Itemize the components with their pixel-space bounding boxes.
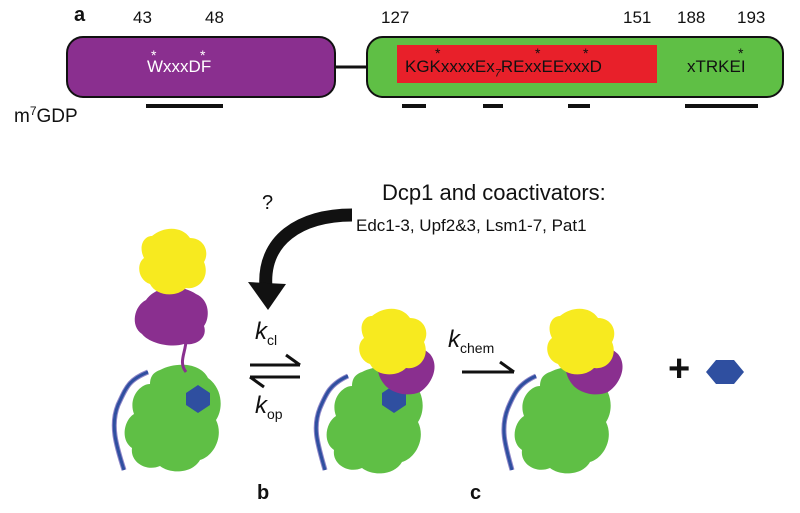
nudix-motif: KGKxxxxEx7RExxEExxxD (405, 57, 602, 79)
rate-op-sub: op (267, 406, 283, 422)
position-127: 127 (381, 8, 410, 27)
cap-hexagon (186, 385, 210, 413)
rate-k-open: kop (255, 392, 283, 422)
nudix-motif-sub: 7 (494, 67, 501, 80)
rate-k-symbol: k (255, 392, 267, 419)
n-terminal-tail-core (314, 374, 349, 471)
m7gdp-rest: GDP (36, 106, 78, 127)
panel-a-label: a (74, 4, 86, 26)
reverse-arrow-head (249, 375, 265, 389)
asterisk: * (151, 47, 157, 63)
m7gdp-sup: 7 (29, 104, 37, 118)
position-151: 151 (623, 8, 652, 27)
asterisk: * (738, 45, 744, 61)
motif-wxxxdf: WxxxDF (147, 57, 212, 76)
n-terminal-tail-core (112, 370, 149, 471)
binding-region-bar (685, 104, 758, 108)
rate-chem-sub: chem (460, 340, 495, 356)
nudix-motif-box (397, 45, 657, 83)
open-state-complex (111, 228, 221, 472)
rate-k-symbol: k (448, 326, 460, 353)
position-193: 193 (737, 8, 766, 27)
motif-xtrkei: xTRKEI (687, 57, 746, 76)
closed-state-complex (313, 308, 435, 474)
coactivator-blob (359, 308, 427, 375)
asterisk: * (535, 45, 541, 61)
rate-k-chem: kchem (448, 326, 494, 356)
panel-b-label: b (257, 482, 270, 504)
binding-region-bar (146, 104, 223, 108)
curved-arrow-shaft (259, 208, 353, 289)
nudix-motif-part2: RExxEExxxD (500, 57, 602, 76)
m7gdp-m: m (14, 106, 30, 127)
binding-region-bar (402, 104, 426, 108)
binding-region-bar (568, 104, 590, 108)
asterisk: * (583, 45, 589, 61)
curved-arrow-head (248, 282, 286, 310)
released-cap-hexagon (706, 360, 744, 384)
nudix-motif-part1: KGKxxxxEx (405, 57, 495, 76)
plus-sign: + (668, 348, 691, 390)
position-188: 188 (677, 8, 706, 27)
panel-c-label: c (470, 482, 482, 504)
catalytic-domain-blob (124, 364, 221, 472)
coactivators-title: Dcp1 and coactivators: (382, 180, 606, 205)
domain-architecture: * * * * * * (66, 36, 784, 98)
position-48: 48 (205, 8, 224, 27)
rate-k-symbol: k (255, 318, 267, 345)
coactivators-list: Edc1-3, Upf2&3, Lsm1-7, Pat1 (356, 216, 587, 235)
rate-k-close: kcl (255, 318, 277, 348)
binding-region-bar (483, 104, 503, 108)
forward-arrow-head (285, 353, 301, 367)
coactivator-blob (547, 308, 615, 375)
m7gdp-label: m7GDP (14, 104, 78, 128)
n-terminal-tail-core (502, 374, 537, 471)
catalytic-domain-blob (514, 366, 611, 474)
asterisk: * (435, 45, 441, 61)
question-mark: ? (262, 192, 274, 214)
product-state-complex (501, 308, 623, 474)
position-43: 43 (133, 8, 152, 27)
regulatory-domain-blob (134, 287, 208, 346)
rate-cl-sub: cl (267, 332, 278, 348)
asterisk: * (200, 47, 206, 63)
coactivator-blob (139, 228, 207, 295)
chemistry-arrow-head (499, 360, 515, 374)
